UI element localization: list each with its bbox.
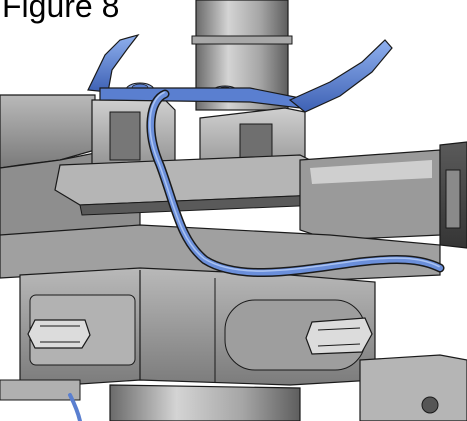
highlighted-cable-shine: [149, 91, 440, 272]
bottom-right-bracket: [359, 354, 467, 421]
right-clip-spring: [317, 327, 361, 347]
shaft-collar: [191, 35, 293, 45]
left-upright-slot: [109, 111, 141, 161]
highlighted-strap-right-tab: [288, 39, 393, 113]
figure-label: Figure 8: [2, 0, 120, 24]
bottom-left-tube: [0, 379, 81, 401]
right-cylinder-ring: [445, 169, 461, 229]
left-retaining-clip: [27, 319, 91, 349]
highlighted-cable-lower-segment: [68, 393, 82, 421]
right-retaining-clip: [305, 317, 373, 355]
bottom-right-bolt-hole: [421, 396, 439, 414]
lower-shaft-base: [109, 384, 301, 421]
right-arm-highlight: [310, 160, 432, 184]
left-clip-spring: [40, 325, 80, 343]
